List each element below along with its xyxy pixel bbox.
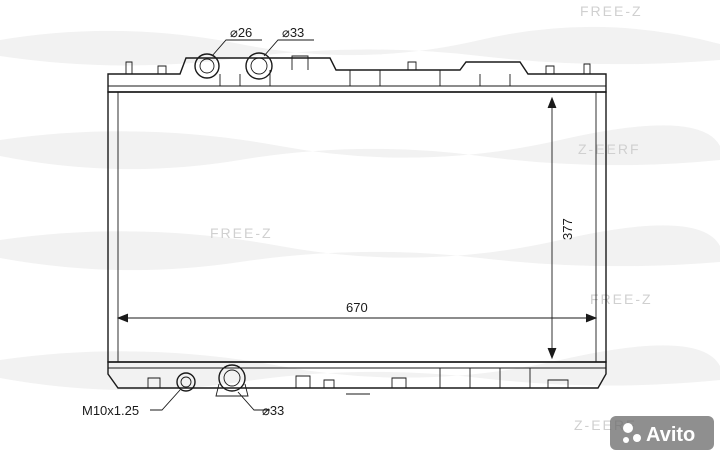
radiator-core [107,91,607,363]
watermark-brand-right: FREE-Z [590,291,653,307]
label-inlet-left-diameter: ⌀26 [230,25,252,40]
label-thread: M10x1.25 [82,403,139,418]
avito-badge: Avito [610,416,714,450]
top-tank [107,55,607,93]
outlet-neck [215,364,249,397]
label-outlet-diameter: ⌀33 [262,403,284,418]
inlet-neck-left [194,53,220,79]
inlet-neck-right [245,52,273,80]
label-inlet-right-diameter: ⌀33 [282,25,304,40]
label-width: 670 [346,300,368,315]
width-dimension [116,313,598,323]
drain-plug [176,372,196,392]
height-dimension [547,96,557,360]
background-waves [0,26,720,391]
label-height: 377 [560,218,575,240]
watermark-brand-top: FREE-Z [580,3,643,19]
watermark-brand-center: FREE-Z [210,225,273,241]
avito-logo-text: Avito [646,424,695,446]
leader-lines [150,39,314,411]
watermark-brand-mirrored: Z-EERF [578,141,641,157]
bottom-tank [107,361,607,395]
